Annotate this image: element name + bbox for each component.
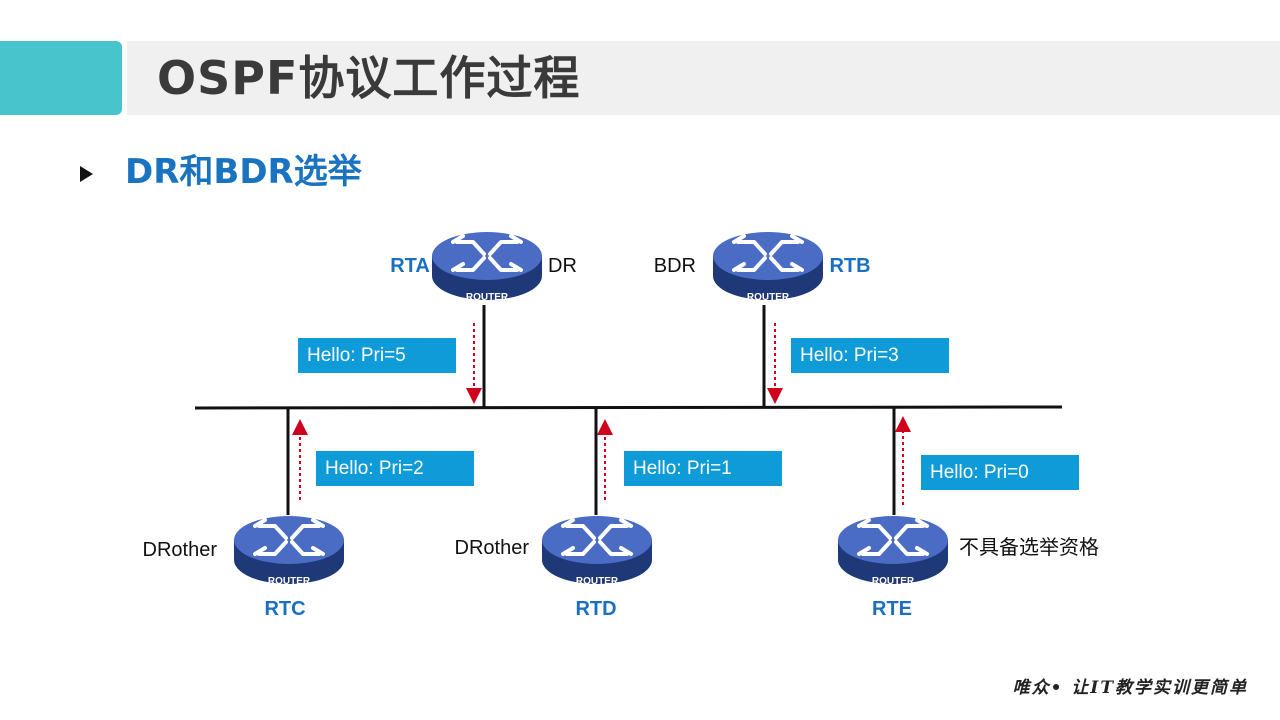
router-icon [232, 514, 346, 586]
title-accent-bar [0, 41, 122, 115]
hello-box-rta: Hello: Pri=5 [298, 338, 456, 373]
router-rtd: ROUTER [540, 514, 654, 587]
router-name-rte: RTE [872, 598, 912, 620]
router-icon-text: ROUTER [466, 292, 509, 303]
network-bus-line [194, 405, 1063, 410]
bullet-triangle-icon [80, 166, 93, 182]
hello-box-rtc: Hello: Pri=2 [316, 451, 474, 486]
router-name-rtb: RTB [829, 255, 870, 277]
router-icon-text: ROUTER [747, 292, 790, 303]
role-label-rtb: BDR [654, 255, 696, 277]
hello-box-rte: Hello: Pri=0 [921, 455, 1079, 490]
hello-box-rtd: Hello: Pri=1 [624, 451, 782, 486]
router-icon-text: ROUTER [872, 576, 915, 587]
router-rtc: ROUTER [232, 514, 346, 587]
role-label-rtd: DRother [455, 537, 530, 559]
router-rta: ROUTER [430, 230, 544, 303]
router-icon [711, 230, 825, 302]
router-name-rtc: RTC [264, 598, 305, 620]
role-label-rta: DR [548, 255, 577, 277]
router-name-rta: RTA [390, 255, 430, 277]
router-rtb: ROUTER [711, 230, 825, 303]
page-title: OSPF协议工作过程 [157, 51, 581, 105]
router-icon-text: ROUTER [576, 576, 619, 587]
role-label-rtc: DRother [143, 539, 218, 561]
router-icon [836, 514, 950, 586]
router-name-rtd: RTD [575, 598, 616, 620]
hello-box-rtb: Hello: Pri=3 [791, 338, 949, 373]
role-label-rte: 不具备选举资格 [959, 536, 1099, 559]
section-subtitle: DR和BDR选举 [125, 152, 362, 192]
footer-slogan: 唯众• 让IT教学实训更简单 [1012, 678, 1248, 698]
router-icon-text: ROUTER [268, 576, 311, 587]
title-bar [127, 41, 1280, 115]
router-icon [540, 514, 654, 586]
router-rte: ROUTER [836, 514, 950, 587]
router-icon [430, 230, 544, 302]
